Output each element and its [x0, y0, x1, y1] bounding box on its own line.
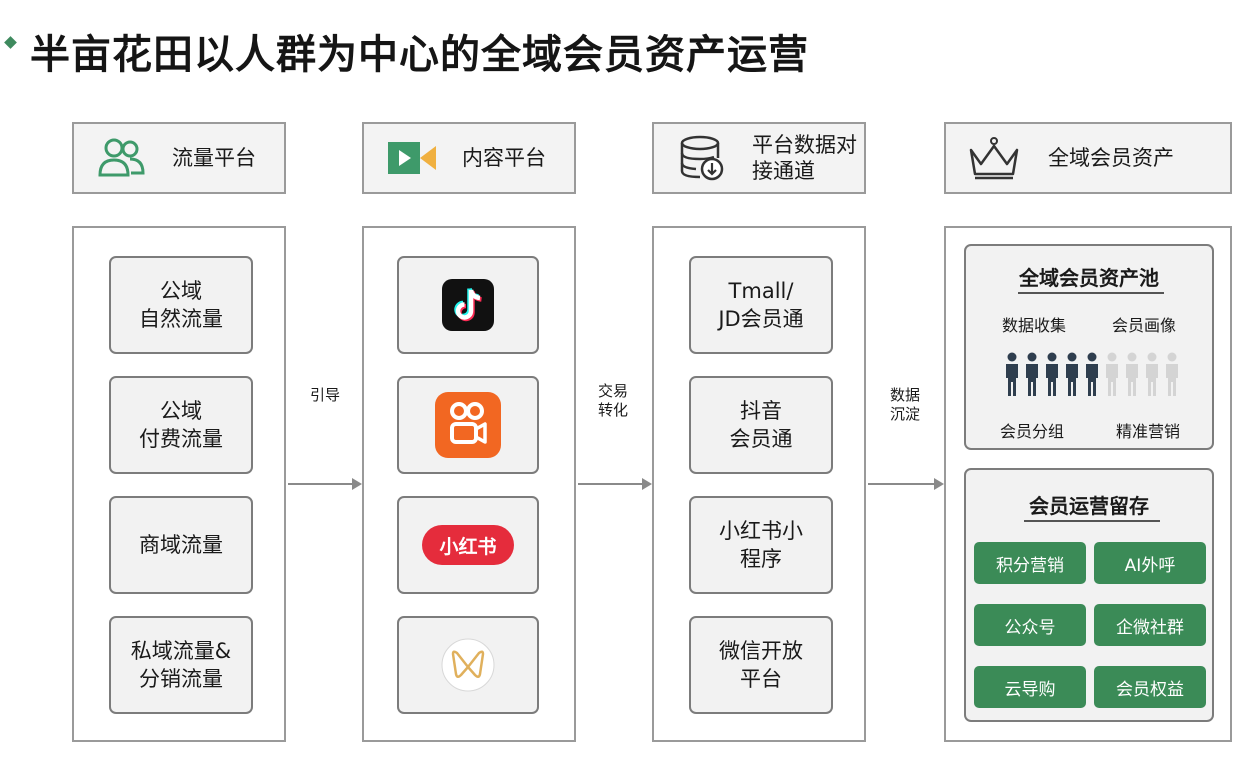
panel-traffic: 公域 自然流量 公域 付费流量 商域流量 私域流量& 分销流量	[72, 226, 286, 742]
wechat-channels-logo-card	[397, 616, 539, 714]
video-camera-icon	[384, 134, 440, 182]
pool-label-data-collection: 数据收集	[1002, 316, 1067, 335]
arrow-conversion-head-icon	[642, 478, 652, 490]
member-retention: 会员运营留存 积分营销 AI外呼 公众号 企微社群 云导购 会员权益	[964, 468, 1214, 722]
traffic-card: 公域 付费流量	[109, 376, 253, 474]
official-account-button: 公众号	[974, 604, 1086, 646]
panel-content: 小红书	[362, 226, 576, 742]
wechat-channels-logo-icon	[441, 638, 495, 692]
arrow-conversion-label: 交易 转化	[597, 382, 628, 419]
title-bullet-icon	[4, 36, 17, 49]
pool-label-member-profile: 会员画像	[1112, 316, 1177, 335]
traffic-card: 私域流量& 分销流量	[109, 616, 253, 714]
page-title: 半亩花田以人群为中心的全域会员资产运营	[30, 32, 809, 78]
member-benefits-button: 会员权益	[1094, 666, 1206, 708]
header-content-platform: 内容平台	[362, 122, 576, 194]
member-asset-pool: 全域会员资产池 数据收集 会员画像 会员分组 精准营销	[964, 244, 1214, 450]
header-member-assets: 全域会员资产	[944, 122, 1232, 194]
kuaishou-logo-card	[397, 376, 539, 474]
channel-card: 抖音 会员通	[689, 376, 833, 474]
pool-title-underline	[1018, 292, 1164, 294]
channel-card: 微信开放 平台	[689, 616, 833, 714]
arrow-conversion-line	[578, 483, 642, 485]
arrow-guide-head-icon	[352, 478, 362, 490]
arrow-deposit-line	[868, 483, 934, 485]
kuaishou-logo-icon	[435, 392, 501, 458]
ai-outbound-call-button: AI外呼	[1094, 542, 1206, 584]
retention-title-underline	[1024, 520, 1160, 522]
arrow-guide-line	[288, 483, 352, 485]
panel-member-assets: 全域会员资产池 数据收集 会员画像 会员分组 精准营销 会员运营留存 积	[944, 226, 1232, 742]
panel-data-channel: Tmall/ JD会员通 抖音 会员通 小红书小 程序 微信开放 平台	[652, 226, 866, 742]
header-data-channel: 平台数据对 接通道	[652, 122, 866, 194]
xiaohongshu-logo-icon: 小红书	[422, 525, 514, 565]
people-group-icon	[1006, 352, 1178, 396]
xiaohongshu-logo-card: 小红书	[397, 496, 539, 594]
retention-title: 会员运营留存	[1029, 494, 1149, 518]
arrow-deposit-head-icon	[934, 478, 944, 490]
xiaohongshu-logo-text: 小红书	[439, 535, 497, 558]
pool-label-precision-marketing: 精准营销	[1116, 422, 1181, 441]
pool-label-member-grouping: 会员分组	[1000, 422, 1065, 441]
douyin-logo-card	[397, 256, 539, 354]
arrow-guide-label: 引导	[309, 386, 340, 404]
pool-title: 全域会员资产池	[1019, 266, 1159, 290]
points-marketing-button: 积分营销	[974, 542, 1086, 584]
header-label: 全域会员资产	[1048, 146, 1174, 170]
header-label: 平台数据对 接通道	[752, 133, 857, 183]
database-icon	[674, 134, 730, 182]
users-icon	[94, 134, 150, 182]
arrow-deposit-label: 数据 沉淀	[889, 386, 920, 423]
header-label: 流量平台	[172, 146, 256, 170]
cloud-shopping-guide-button: 云导购	[974, 666, 1086, 708]
channel-card: 小红书小 程序	[689, 496, 833, 594]
crown-icon	[966, 134, 1022, 182]
traffic-card: 公域 自然流量	[109, 256, 253, 354]
traffic-card: 商域流量	[109, 496, 253, 594]
header-label: 内容平台	[462, 146, 546, 170]
header-traffic-platform: 流量平台	[72, 122, 286, 194]
channel-card: Tmall/ JD会员通	[689, 256, 833, 354]
douyin-logo-icon	[442, 279, 494, 331]
wecom-community-button: 企微社群	[1094, 604, 1206, 646]
